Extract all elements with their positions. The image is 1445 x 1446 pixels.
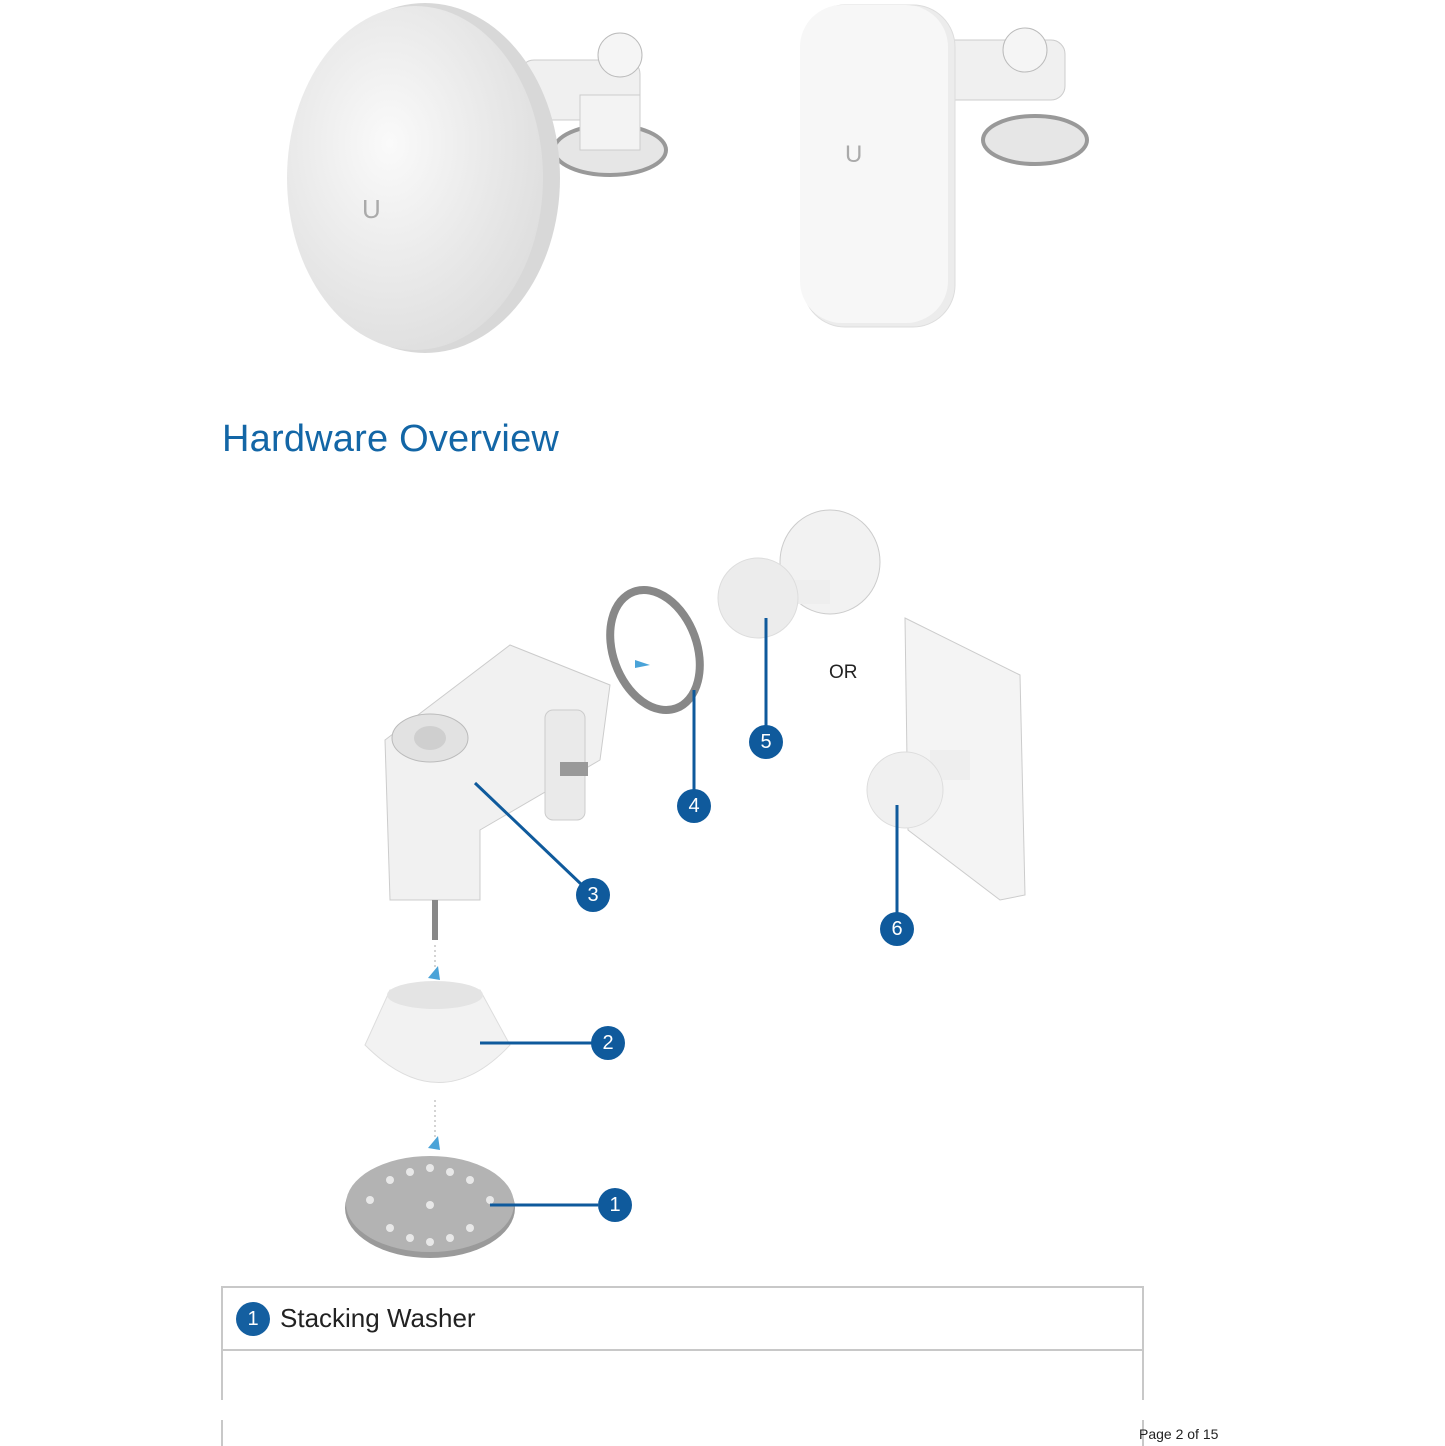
callout-4: 4 bbox=[677, 789, 711, 823]
part-number-badge: 1 bbox=[236, 1301, 270, 1336]
svg-text:U: U bbox=[845, 141, 862, 168]
product-image-panel: U bbox=[800, 4, 1089, 328]
page-number: Page 2 of 15 bbox=[1139, 1426, 1219, 1442]
plate-ball-part bbox=[866, 617, 1026, 901]
section-title: Hardware Overview bbox=[222, 418, 560, 460]
product-image-dish: U bbox=[287, 3, 668, 353]
callout-6: 6 bbox=[880, 912, 914, 946]
svg-text:U: U bbox=[362, 194, 381, 224]
callout-3: 3 bbox=[576, 878, 610, 912]
hardware-exploded-diagram bbox=[345, 509, 1026, 1258]
callout-2: 2 bbox=[591, 1026, 625, 1060]
table-row: 1 Stacking Washer bbox=[223, 1288, 1142, 1351]
parts-table: 1 Stacking Washer bbox=[221, 1286, 1144, 1446]
callout-1: 1 bbox=[598, 1188, 632, 1222]
or-label: OR bbox=[829, 662, 858, 683]
mount-bracket-part bbox=[384, 644, 611, 940]
callout-5: 5 bbox=[749, 725, 783, 759]
page-break bbox=[0, 1400, 1445, 1420]
ball-joint-part bbox=[717, 509, 881, 639]
part-name: Stacking Washer bbox=[280, 1303, 476, 1333]
